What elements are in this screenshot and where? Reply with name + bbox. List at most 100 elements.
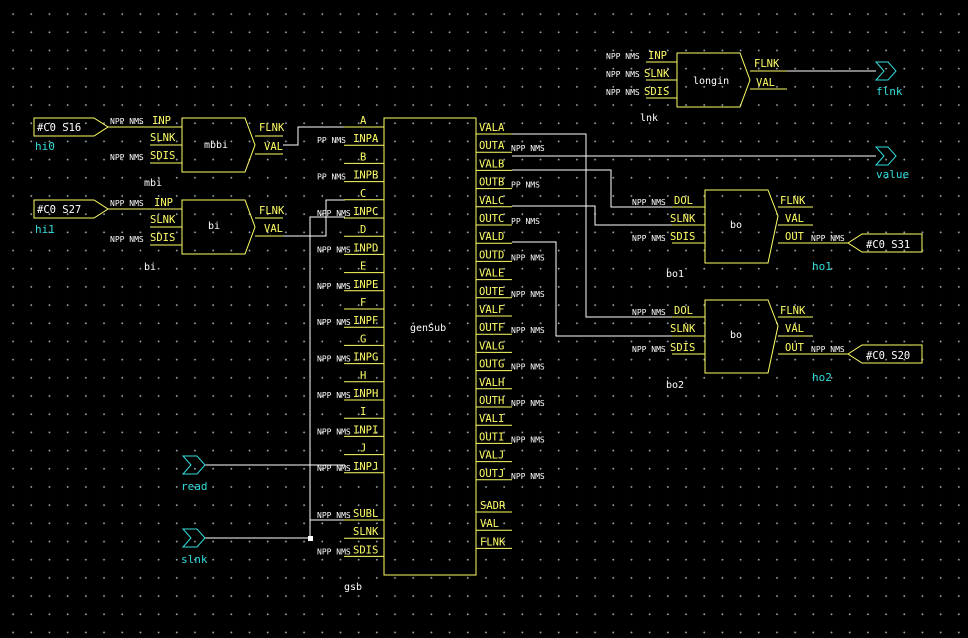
longin-inp-label: INP bbox=[648, 50, 667, 62]
longin-sdis-label: SDIS bbox=[644, 86, 669, 98]
record-bo1[interactable]: DOL SLNK SDIS NPP NMS NPP NMS FLNK VAL O… bbox=[632, 189, 848, 280]
gensub-pin-j: J bbox=[360, 443, 366, 455]
bo1-name: bo1 bbox=[666, 269, 684, 280]
gensub-pin-annot: NPP NMS bbox=[511, 363, 545, 372]
bo2-dol-label: DOL bbox=[674, 305, 693, 317]
mbbi-sdis-annot: NPP NMS bbox=[110, 153, 144, 162]
wire-vald-bo2slnk bbox=[512, 241, 705, 337]
gensub-pin-inpd: INPD bbox=[353, 242, 378, 254]
bo1-out-annot: NPP NMS bbox=[811, 234, 845, 243]
gensub-pin-annot: NPP NMS bbox=[317, 209, 351, 218]
bo1-sdis-annot: NPP NMS bbox=[632, 234, 666, 243]
gensub-pin-subl: SUBL bbox=[353, 508, 378, 520]
gensub-pin-outb: OUTB bbox=[479, 177, 504, 189]
port-flnk[interactable]: flnk bbox=[874, 61, 903, 98]
mbbi-slnk-label: SLNK bbox=[150, 132, 176, 144]
bo1-dol-label: DOL bbox=[674, 195, 693, 207]
gensub-pin-outg: OUTG bbox=[479, 359, 504, 371]
port-ho1-value: #C0 S31 bbox=[866, 239, 910, 251]
record-bo2[interactable]: DOL SLNK SDIS NPP NMS NPP NMS FLNK VAL O… bbox=[632, 299, 848, 391]
port-hi1[interactable]: #C0 S27 hi1 bbox=[33, 199, 150, 236]
gensub-pin-vald: VALD bbox=[479, 231, 504, 243]
gensub-pin-e: E bbox=[360, 261, 366, 273]
port-value-name: value bbox=[876, 168, 909, 181]
bi-inp-annot: NPP NMS bbox=[110, 199, 144, 208]
gensub-pin-h: H bbox=[360, 370, 366, 382]
gensub-pin-annot: NPP NMS bbox=[317, 427, 351, 436]
gensub-pin-annot: NPP NMS bbox=[317, 464, 351, 473]
gensub-pin-inpe: INPE bbox=[353, 279, 378, 291]
gensub-pin-c: C bbox=[360, 188, 366, 200]
port-hi0[interactable]: #C0 S16 hi0 bbox=[33, 117, 150, 153]
gensub-pin-annot: NPP NMS bbox=[317, 245, 351, 254]
port-value[interactable]: value bbox=[874, 146, 909, 181]
record-bi[interactable]: INP SLNK SDIS NPP NMS NPP NMS FLNK VAL b… bbox=[110, 197, 285, 273]
gensub-pin-inpf: INPF bbox=[353, 315, 378, 327]
gensub-pin-valf: VALF bbox=[479, 304, 504, 316]
mbbi-type: mbbi bbox=[204, 140, 228, 151]
port-flnk-name: flnk bbox=[876, 85, 903, 98]
gensub-pin-sadr: SADR bbox=[480, 500, 506, 512]
gensub-pin-annot: PP NMS bbox=[317, 136, 346, 145]
bo1-type: bo bbox=[730, 220, 742, 231]
gensub-pin-inpa: INPA bbox=[353, 133, 379, 145]
gensub-pin-annot: NPP NMS bbox=[317, 547, 351, 556]
longin-type: longin bbox=[693, 76, 729, 87]
gensub-pin-annot: PP NMS bbox=[317, 173, 346, 182]
bi-slnk-label: SLNK bbox=[150, 214, 176, 226]
gensub-pin-valj: VALJ bbox=[479, 450, 504, 462]
bi-sdis-label: SDIS bbox=[150, 232, 175, 244]
bi-flnk-label: FLNK bbox=[259, 205, 285, 217]
longin-name: lnk bbox=[640, 113, 658, 124]
gensub-pin-g: G bbox=[360, 333, 366, 345]
port-ho1[interactable]: #C0 S31 ho1 bbox=[812, 233, 923, 273]
mbbi-inp-label: INP bbox=[152, 115, 171, 127]
bo2-type: bo bbox=[730, 330, 742, 341]
bo2-flnk-label: FLNK bbox=[780, 305, 806, 317]
gensub-pin-outj: OUTJ bbox=[479, 468, 504, 480]
gensub-pin-vale: VALE bbox=[479, 268, 504, 280]
port-ho2[interactable]: #C0 S20 ho2 bbox=[812, 344, 923, 384]
bi-sdis-annot: NPP NMS bbox=[110, 235, 144, 244]
gensub-pin-i: I bbox=[360, 406, 366, 418]
bo1-sdis-label: SDIS bbox=[670, 231, 695, 243]
mbbi-inp-annot: NPP NMS bbox=[110, 117, 144, 126]
gensub-pin-annot: PP NMS bbox=[511, 217, 540, 226]
gensub-pin-inph: INPH bbox=[353, 388, 378, 400]
longin-slnk-label: SLNK bbox=[644, 68, 670, 80]
port-hi0-value: #C0 S16 bbox=[37, 122, 81, 134]
port-hi0-name: hi0 bbox=[35, 140, 55, 153]
gensub-pin-annot: NPP NMS bbox=[511, 435, 545, 444]
gensub-pin-outa: OUTA bbox=[479, 140, 505, 152]
gensub-pin-annot: NPP NMS bbox=[511, 326, 545, 335]
wire-slnk-up bbox=[309, 216, 345, 538]
gensub-name: gsb bbox=[344, 582, 362, 593]
record-gensub[interactable]: genSub gsb bbox=[344, 117, 477, 593]
record-longin[interactable]: INP SLNK SDIS NPP NMS NPP NMS NPP NMS FL… bbox=[606, 50, 787, 124]
gensub-pin-f: F bbox=[360, 297, 366, 309]
port-hi1-name: hi1 bbox=[35, 223, 55, 236]
bo2-slnk-label: SLNK bbox=[670, 323, 696, 335]
record-mbbi[interactable]: INP SLNK SDIS NPP NMS NPP NMS FLNK VAL m… bbox=[110, 115, 285, 189]
bo2-dol-annot: NPP NMS bbox=[632, 308, 666, 317]
gensub-pin-flnk: FLNK bbox=[480, 536, 506, 548]
longin-flnk-label: FLNK bbox=[754, 58, 780, 70]
bo2-sdis-annot: NPP NMS bbox=[632, 345, 666, 354]
gensub-pin-a: A bbox=[360, 115, 367, 127]
gensub-pin-annot: NPP NMS bbox=[511, 472, 545, 481]
gensub-pin-slnk: SLNK bbox=[353, 526, 379, 538]
gensub-pin-annot: NPP NMS bbox=[317, 282, 351, 291]
gensub-pin-inpi: INPI bbox=[353, 424, 378, 436]
port-hi1-value: #C0 S27 bbox=[37, 204, 81, 216]
mbbi-val-label: VAL bbox=[264, 141, 283, 153]
wire-junction bbox=[308, 536, 313, 541]
gensub-pin-valg: VALG bbox=[479, 340, 504, 352]
port-read[interactable]: read bbox=[181, 455, 208, 493]
gensub-pin-outc: OUTC bbox=[479, 213, 504, 225]
port-slnk[interactable]: slnk bbox=[181, 528, 208, 566]
longin-inp-annot: NPP NMS bbox=[606, 52, 640, 61]
bi-inp-label: INP bbox=[154, 197, 173, 209]
